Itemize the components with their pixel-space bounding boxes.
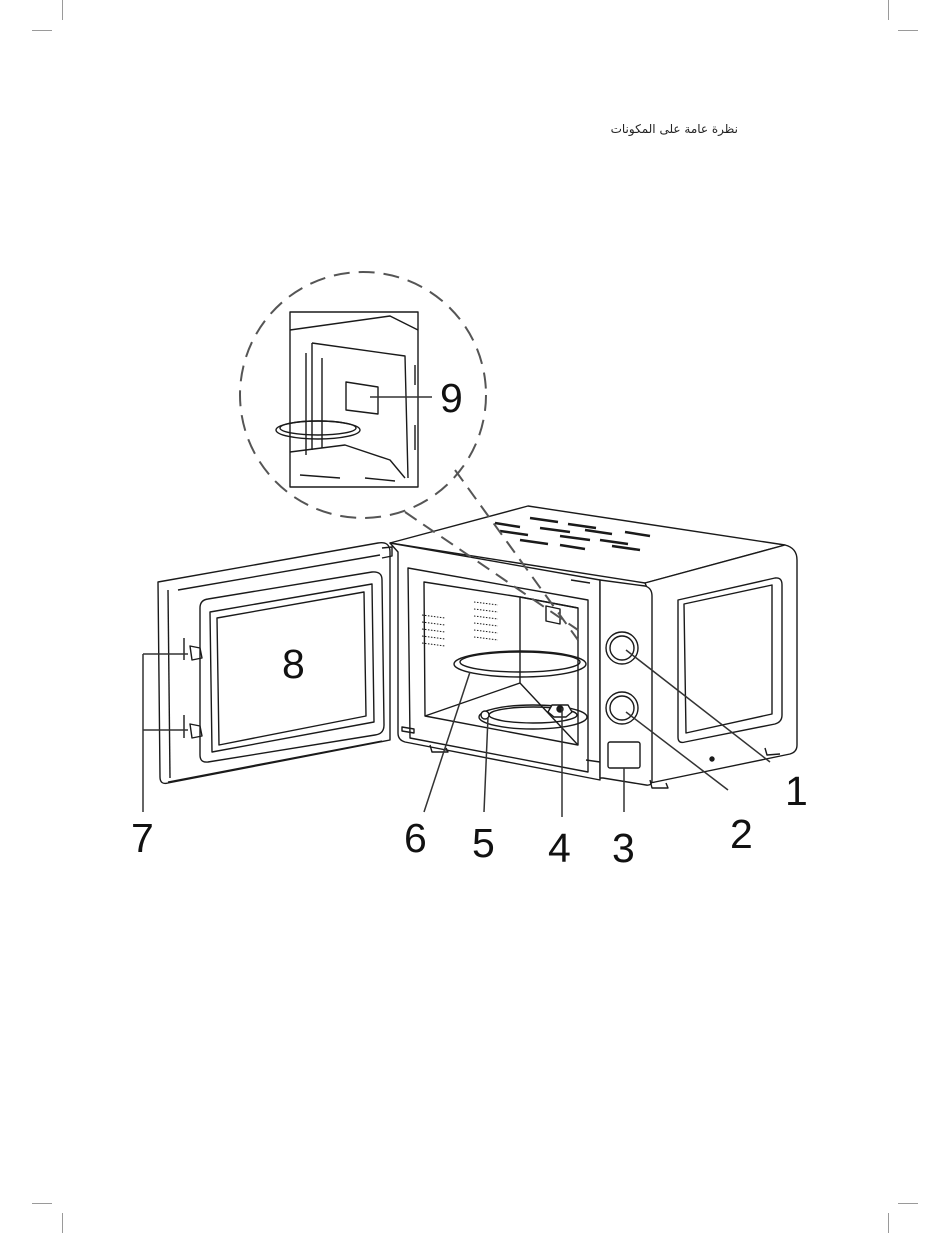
microwave-door	[158, 543, 392, 784]
callout-1: 1	[785, 768, 808, 814]
callout-3: 3	[612, 825, 635, 871]
callout-4: 4	[548, 825, 571, 871]
callout-6: 6	[404, 815, 427, 861]
callout-2: 2	[730, 811, 753, 857]
callout-8: 8	[282, 641, 305, 687]
callout-7: 7	[131, 815, 154, 861]
callout-9: 9	[440, 375, 463, 421]
control-panel	[606, 632, 640, 768]
callout-5: 5	[472, 820, 495, 866]
